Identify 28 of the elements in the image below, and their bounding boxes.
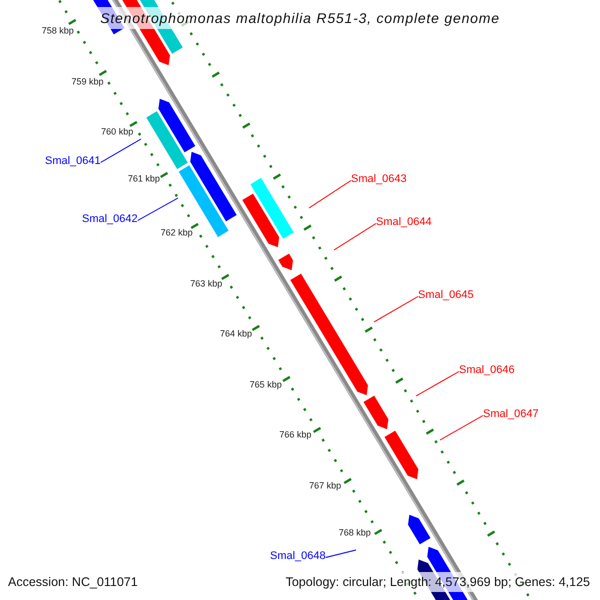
gene-label: Smal_0644 xyxy=(376,216,432,229)
scale-label: 767 kbp xyxy=(309,480,342,492)
scale-label: 768 kbp xyxy=(338,527,371,538)
gene-label: Smal_0645 xyxy=(418,289,474,302)
gene-label: Smal_0642 xyxy=(82,213,138,226)
gene-label: Smal_0648 xyxy=(270,550,326,563)
leader-line xyxy=(416,371,460,396)
leader-line xyxy=(308,180,352,208)
leader-line xyxy=(100,138,142,163)
scale-label: 764 kbp xyxy=(220,328,252,340)
scale-label: 766 kbp xyxy=(279,430,312,441)
scale-label: 761 kbp xyxy=(128,173,160,184)
leader-line xyxy=(325,550,356,558)
accession-text: Accession: NC_011071 xyxy=(7,574,139,591)
leader-line xyxy=(334,223,376,250)
scale-label: 762 kbp xyxy=(160,228,193,239)
scale-label: 763 kbp xyxy=(190,278,222,290)
gene-label: Smal_0643 xyxy=(351,173,407,186)
scale-label: 759 kbp xyxy=(71,76,104,88)
scale-label: 765 kbp xyxy=(250,379,282,390)
gene-label: Smal_0647 xyxy=(483,408,539,421)
leader-line xyxy=(137,198,178,221)
gene-label: Smal_0646 xyxy=(459,364,515,377)
leader-line xyxy=(440,415,484,440)
leader-line xyxy=(374,296,418,322)
gene-label: Smal_0641 xyxy=(45,155,101,168)
scale-label: 760 kbp xyxy=(101,126,134,138)
scale-label: 758 kbp xyxy=(42,26,74,37)
